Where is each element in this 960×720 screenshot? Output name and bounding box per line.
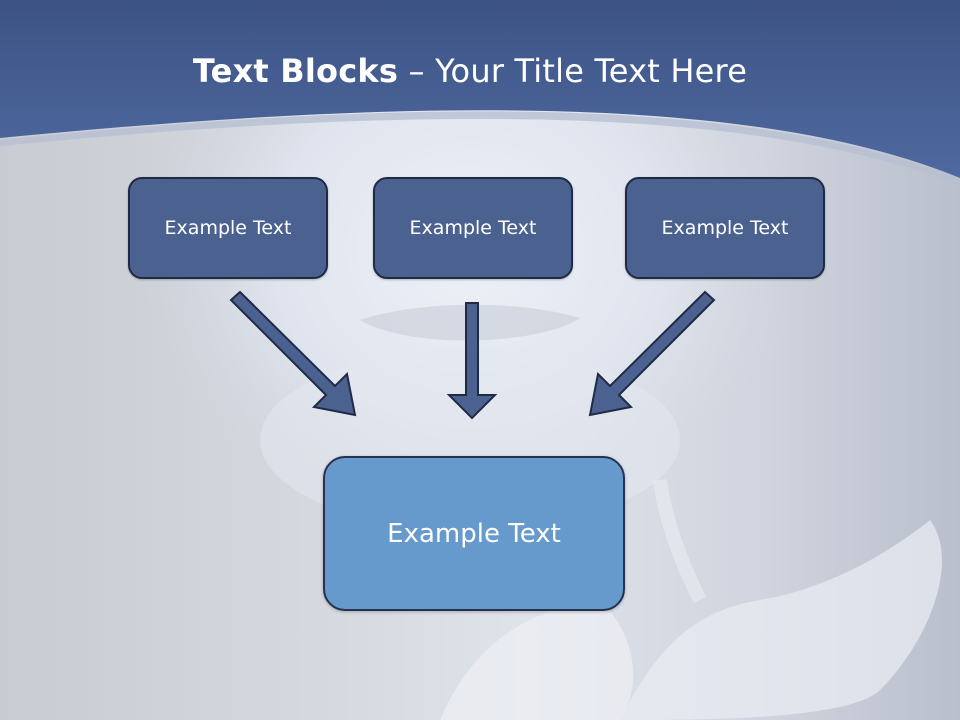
text-block-center[interactable]: Example Text: [373, 177, 573, 279]
header-arc-highlight: [0, 111, 960, 186]
title-separator: –: [398, 52, 436, 90]
flower-petal-2: [440, 600, 634, 720]
target-text-block-label: Example Text: [387, 518, 561, 549]
header-band: [0, 0, 960, 178]
flower-petal: [620, 520, 942, 720]
title-rest: Your Title Text Here: [435, 52, 748, 90]
title-bold-part: Text Blocks: [192, 52, 399, 90]
flower-stem: [653, 479, 707, 604]
target-text-block[interactable]: Example Text: [323, 456, 625, 611]
text-block-center-label: Example Text: [409, 217, 537, 239]
text-block-left[interactable]: Example Text: [128, 177, 328, 279]
slide-title: Text Blocks – Your Title Text Here: [0, 52, 940, 90]
text-block-right-label: Example Text: [661, 217, 789, 239]
text-block-right[interactable]: Example Text: [625, 177, 825, 279]
text-block-left-label: Example Text: [164, 217, 292, 239]
